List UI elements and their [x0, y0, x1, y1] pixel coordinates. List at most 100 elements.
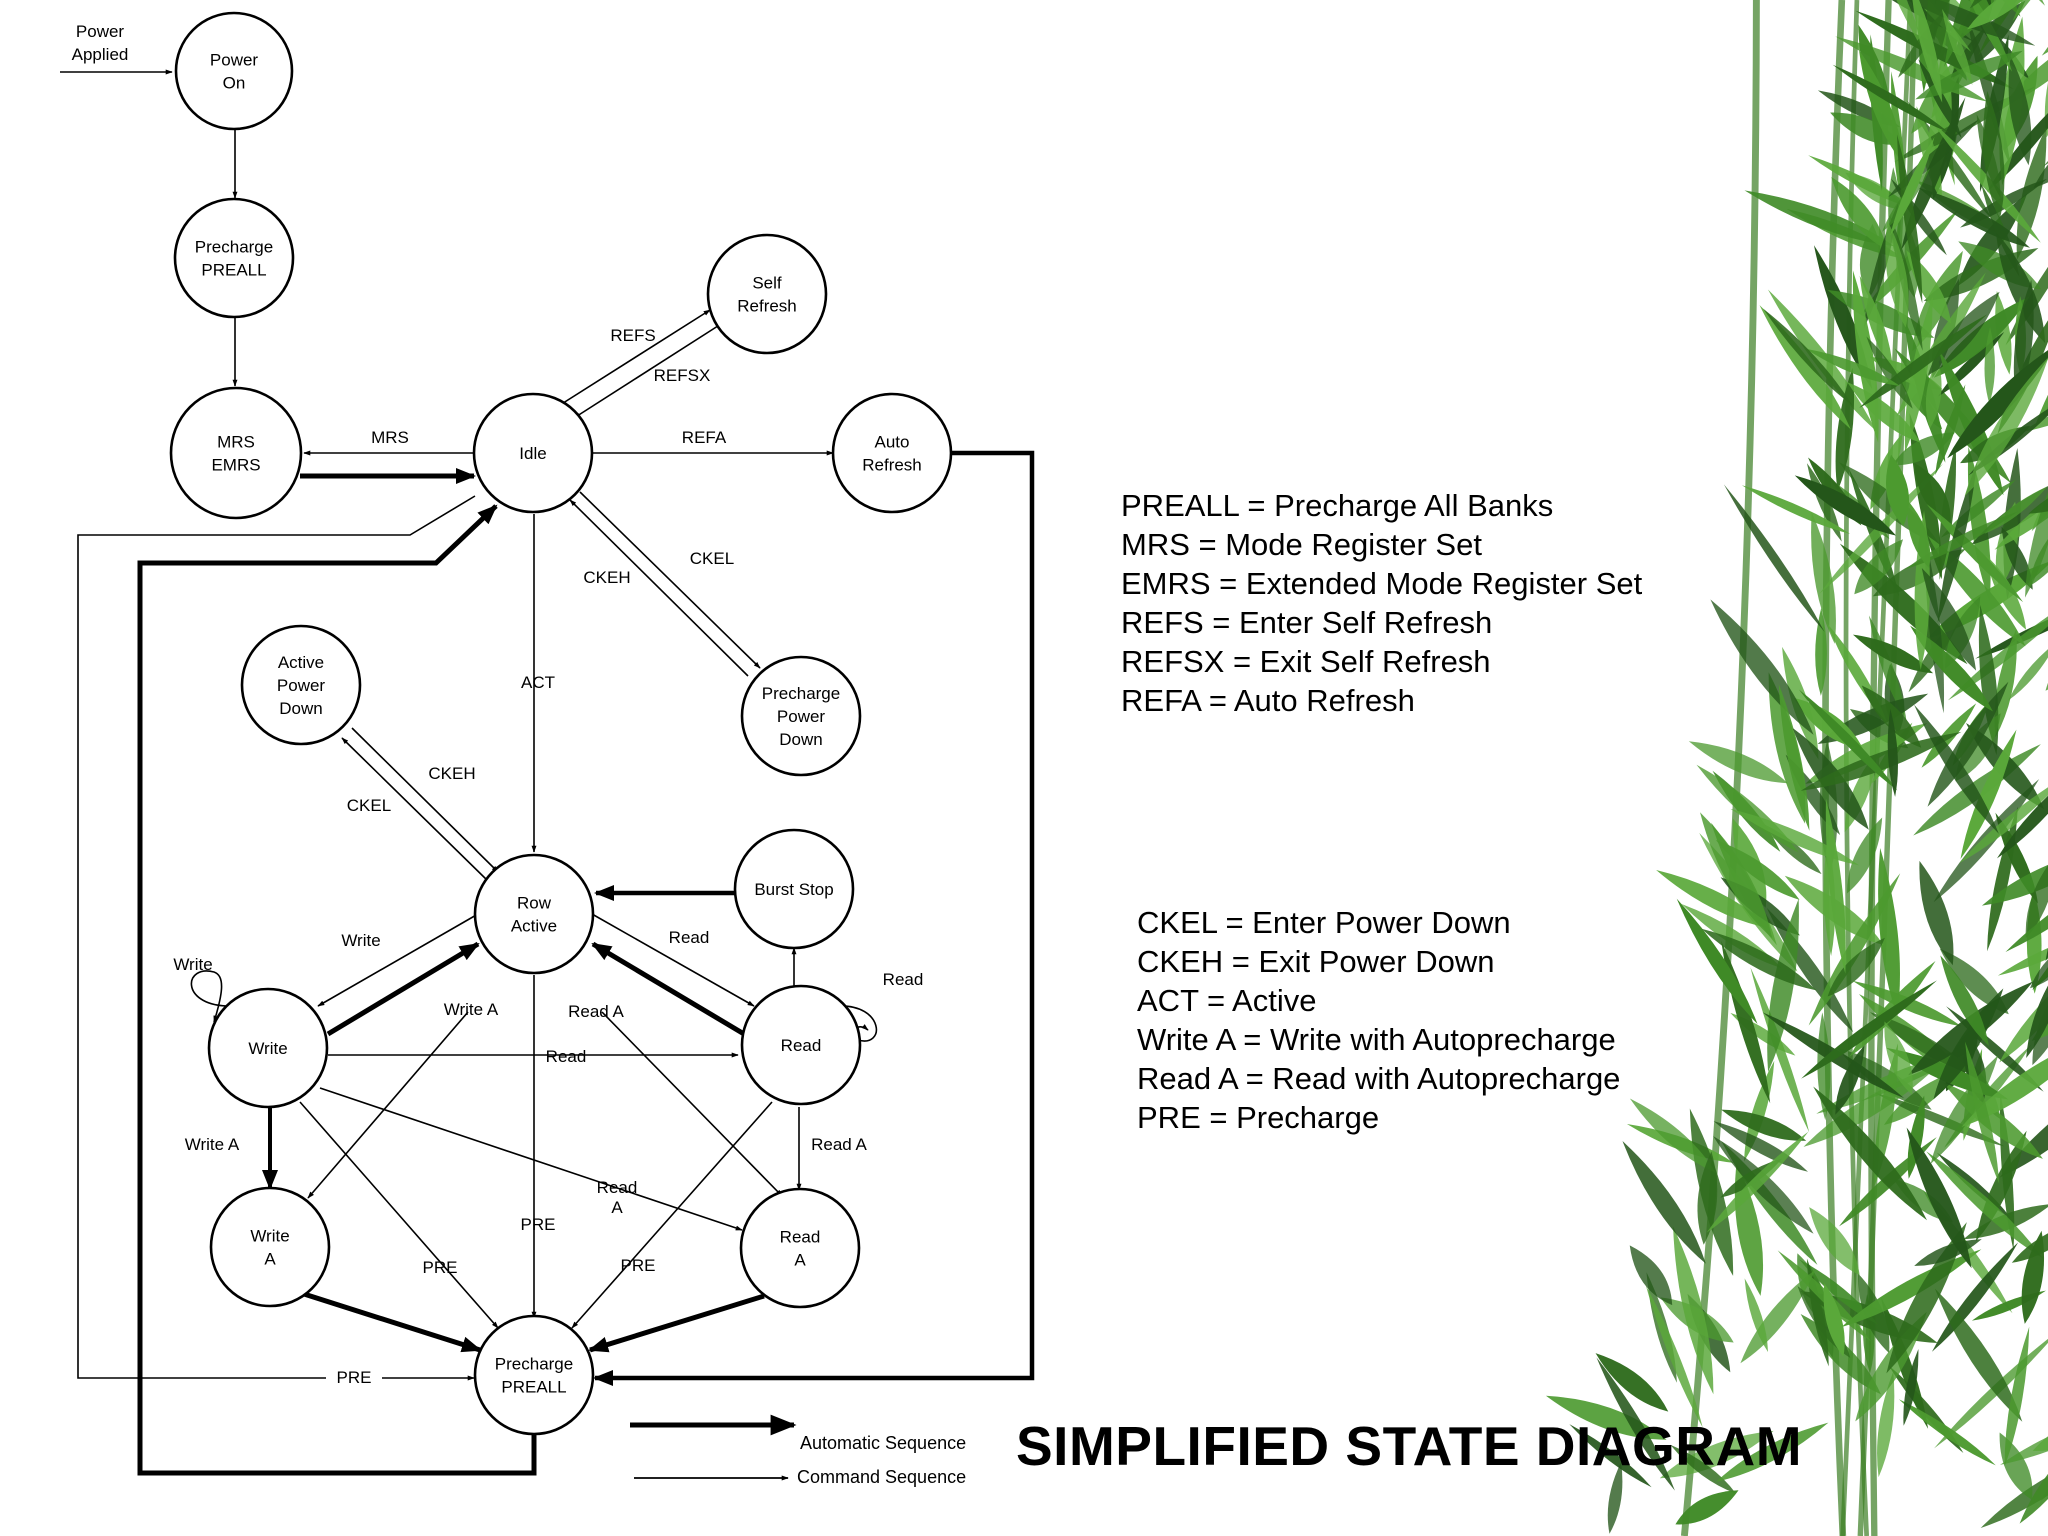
state-nodes: PowerOnPrechargePREALLMRSEMRSIdleSelfRef…: [169, 11, 953, 1436]
legend-automatic-label: Automatic Sequence: [800, 1433, 966, 1453]
state-read: Read: [740, 984, 862, 1106]
edge-autorefresh-precharge: [593, 450, 1035, 1386]
bamboo-leaf: [1930, 1055, 1999, 1164]
bamboo-leaf: [1873, 1092, 2005, 1147]
state-label: Burst Stop: [754, 880, 833, 899]
state-circle: [209, 1186, 331, 1308]
bamboo-leaf: [1906, 100, 1993, 221]
bamboo-leaf: [1629, 1245, 1673, 1306]
abbreviations-list-1: PREALL = Precharge All Banks MRS = Mode …: [1121, 486, 1642, 720]
bamboo-leaf: [1710, 599, 1814, 735]
edge-idle-precharge-pre: [77, 495, 476, 1381]
state-idle: Idle: [472, 392, 594, 514]
bamboo-leaf: [1569, 1424, 1652, 1488]
bamboo-leaf: [2013, 279, 2034, 402]
transition-label-read-to-row: Read: [669, 928, 710, 947]
transition-label-ckel-active: CKEL: [347, 796, 391, 815]
bamboo-leaf: [1688, 741, 1788, 784]
bamboo-leaf: [1934, 1288, 2023, 1422]
state-label: Read: [780, 1228, 821, 1247]
bamboo-leaf: [1713, 1136, 1814, 1234]
bamboo-leaf: [1960, 729, 2017, 859]
bamboo-leaf: [1884, 1021, 1913, 1095]
bamboo-leaf: [1888, 118, 1980, 197]
bamboo-leaf: [1947, 343, 2048, 459]
state-label: Active: [511, 917, 557, 936]
bamboo-leaf: [1976, 114, 2001, 198]
bamboo-leaf: [1835, 1045, 1865, 1115]
bamboo-leaf: [1964, 356, 2048, 497]
bamboo-leaf: [1701, 928, 1817, 991]
bamboo-leaf: [1907, 500, 1931, 569]
transition-label-write-self: Write: [173, 955, 212, 974]
bamboo-leaf: [1830, 112, 1902, 145]
bamboo-leaf: [1961, 1035, 2048, 1127]
bamboo-leaf: [1981, 844, 2048, 906]
bamboo-leaf: [1925, 358, 1942, 429]
bamboo-leaf: [1645, 1285, 1703, 1428]
transition-label-ckeh-idle: CKEH: [583, 568, 630, 587]
transition-label-pre-bottom: PRE: [337, 1368, 372, 1387]
power-applied-label: Applied: [72, 45, 129, 64]
edge-idle-ppd: [579, 491, 761, 669]
bamboo-leaf: [1885, 220, 1909, 328]
bamboo-leaf: [1778, 684, 1810, 831]
transition-label-read-from-write: Read: [546, 1047, 587, 1066]
bamboo-leaf: [1955, 713, 2001, 782]
bamboo-leaf: [1904, 511, 2018, 570]
label-background: [326, 1366, 382, 1388]
state-circle: [240, 624, 362, 746]
transition-label-pre-center: PRE: [521, 1215, 556, 1234]
bamboo-leaf: [1906, 1127, 1972, 1269]
bamboo-leaf: [1875, 0, 2036, 46]
state-write: Write: [207, 987, 329, 1109]
edge-rowactive-read: [591, 913, 755, 1007]
state-label: Read: [781, 1036, 822, 1055]
bamboo-leaf: [1622, 1141, 1706, 1264]
abbrev-item: REFA = Auto Refresh: [1121, 683, 1415, 718]
state-circle: [169, 386, 303, 520]
bamboo-leaf: [1723, 484, 1825, 632]
state-label: Auto: [875, 433, 910, 452]
bamboo-leaf: [2004, 1326, 2030, 1467]
state-label: Row: [517, 894, 552, 913]
bamboo-leaf: [1744, 190, 1895, 247]
bamboo-foliage-decoration: [1545, 0, 2048, 1536]
bamboo-leaf: [1859, 50, 1905, 166]
transition-label-refsx: REFSX: [654, 366, 711, 385]
state-label: MRS: [217, 433, 255, 452]
state-label: Refresh: [737, 297, 797, 316]
transition-label-read-a-down: Read A: [811, 1135, 867, 1154]
bamboo-leaf: [1921, 703, 1977, 768]
bamboo-leaf: [1926, 503, 2024, 603]
bamboo-leaf: [1921, 568, 1977, 671]
bamboo-leaf: [2011, 1219, 2048, 1263]
state-circle: [472, 392, 594, 514]
edge-read-rowactive-auto: [591, 941, 746, 1037]
state-label: Power: [210, 51, 259, 70]
abbrev-item: CKEL = Enter Power Down: [1137, 905, 1511, 940]
bamboo-leaf: [1933, 296, 2030, 378]
bamboo-leaf: [1946, 1006, 2044, 1092]
state-circle: [207, 987, 329, 1109]
power-applied-label: Power: [76, 22, 125, 41]
bamboo-leaf: [1903, 1349, 1919, 1426]
bamboo-leaf: [1939, 948, 2009, 1015]
transition-label-pre-left: PRE: [423, 1258, 458, 1277]
transition-label-write-to-write: Write: [341, 931, 380, 950]
state-label: Idle: [519, 444, 546, 463]
bamboo-leaf: [1825, 798, 1846, 974]
bamboo-leaf: [1799, 1259, 1878, 1325]
state-label: Down: [279, 699, 322, 718]
bamboo-leaf: [1887, 708, 1898, 797]
bamboo-leaf: [1904, 319, 1946, 463]
bamboo-leaf: [1940, 955, 1989, 1046]
state-label: Self: [752, 274, 782, 293]
bamboo-leaf: [1759, 305, 1851, 430]
bamboo-leaf: [1813, 1086, 1927, 1221]
bamboo-leaf: [1877, 1371, 1895, 1478]
edge-write-selfloop: [190, 970, 227, 1023]
